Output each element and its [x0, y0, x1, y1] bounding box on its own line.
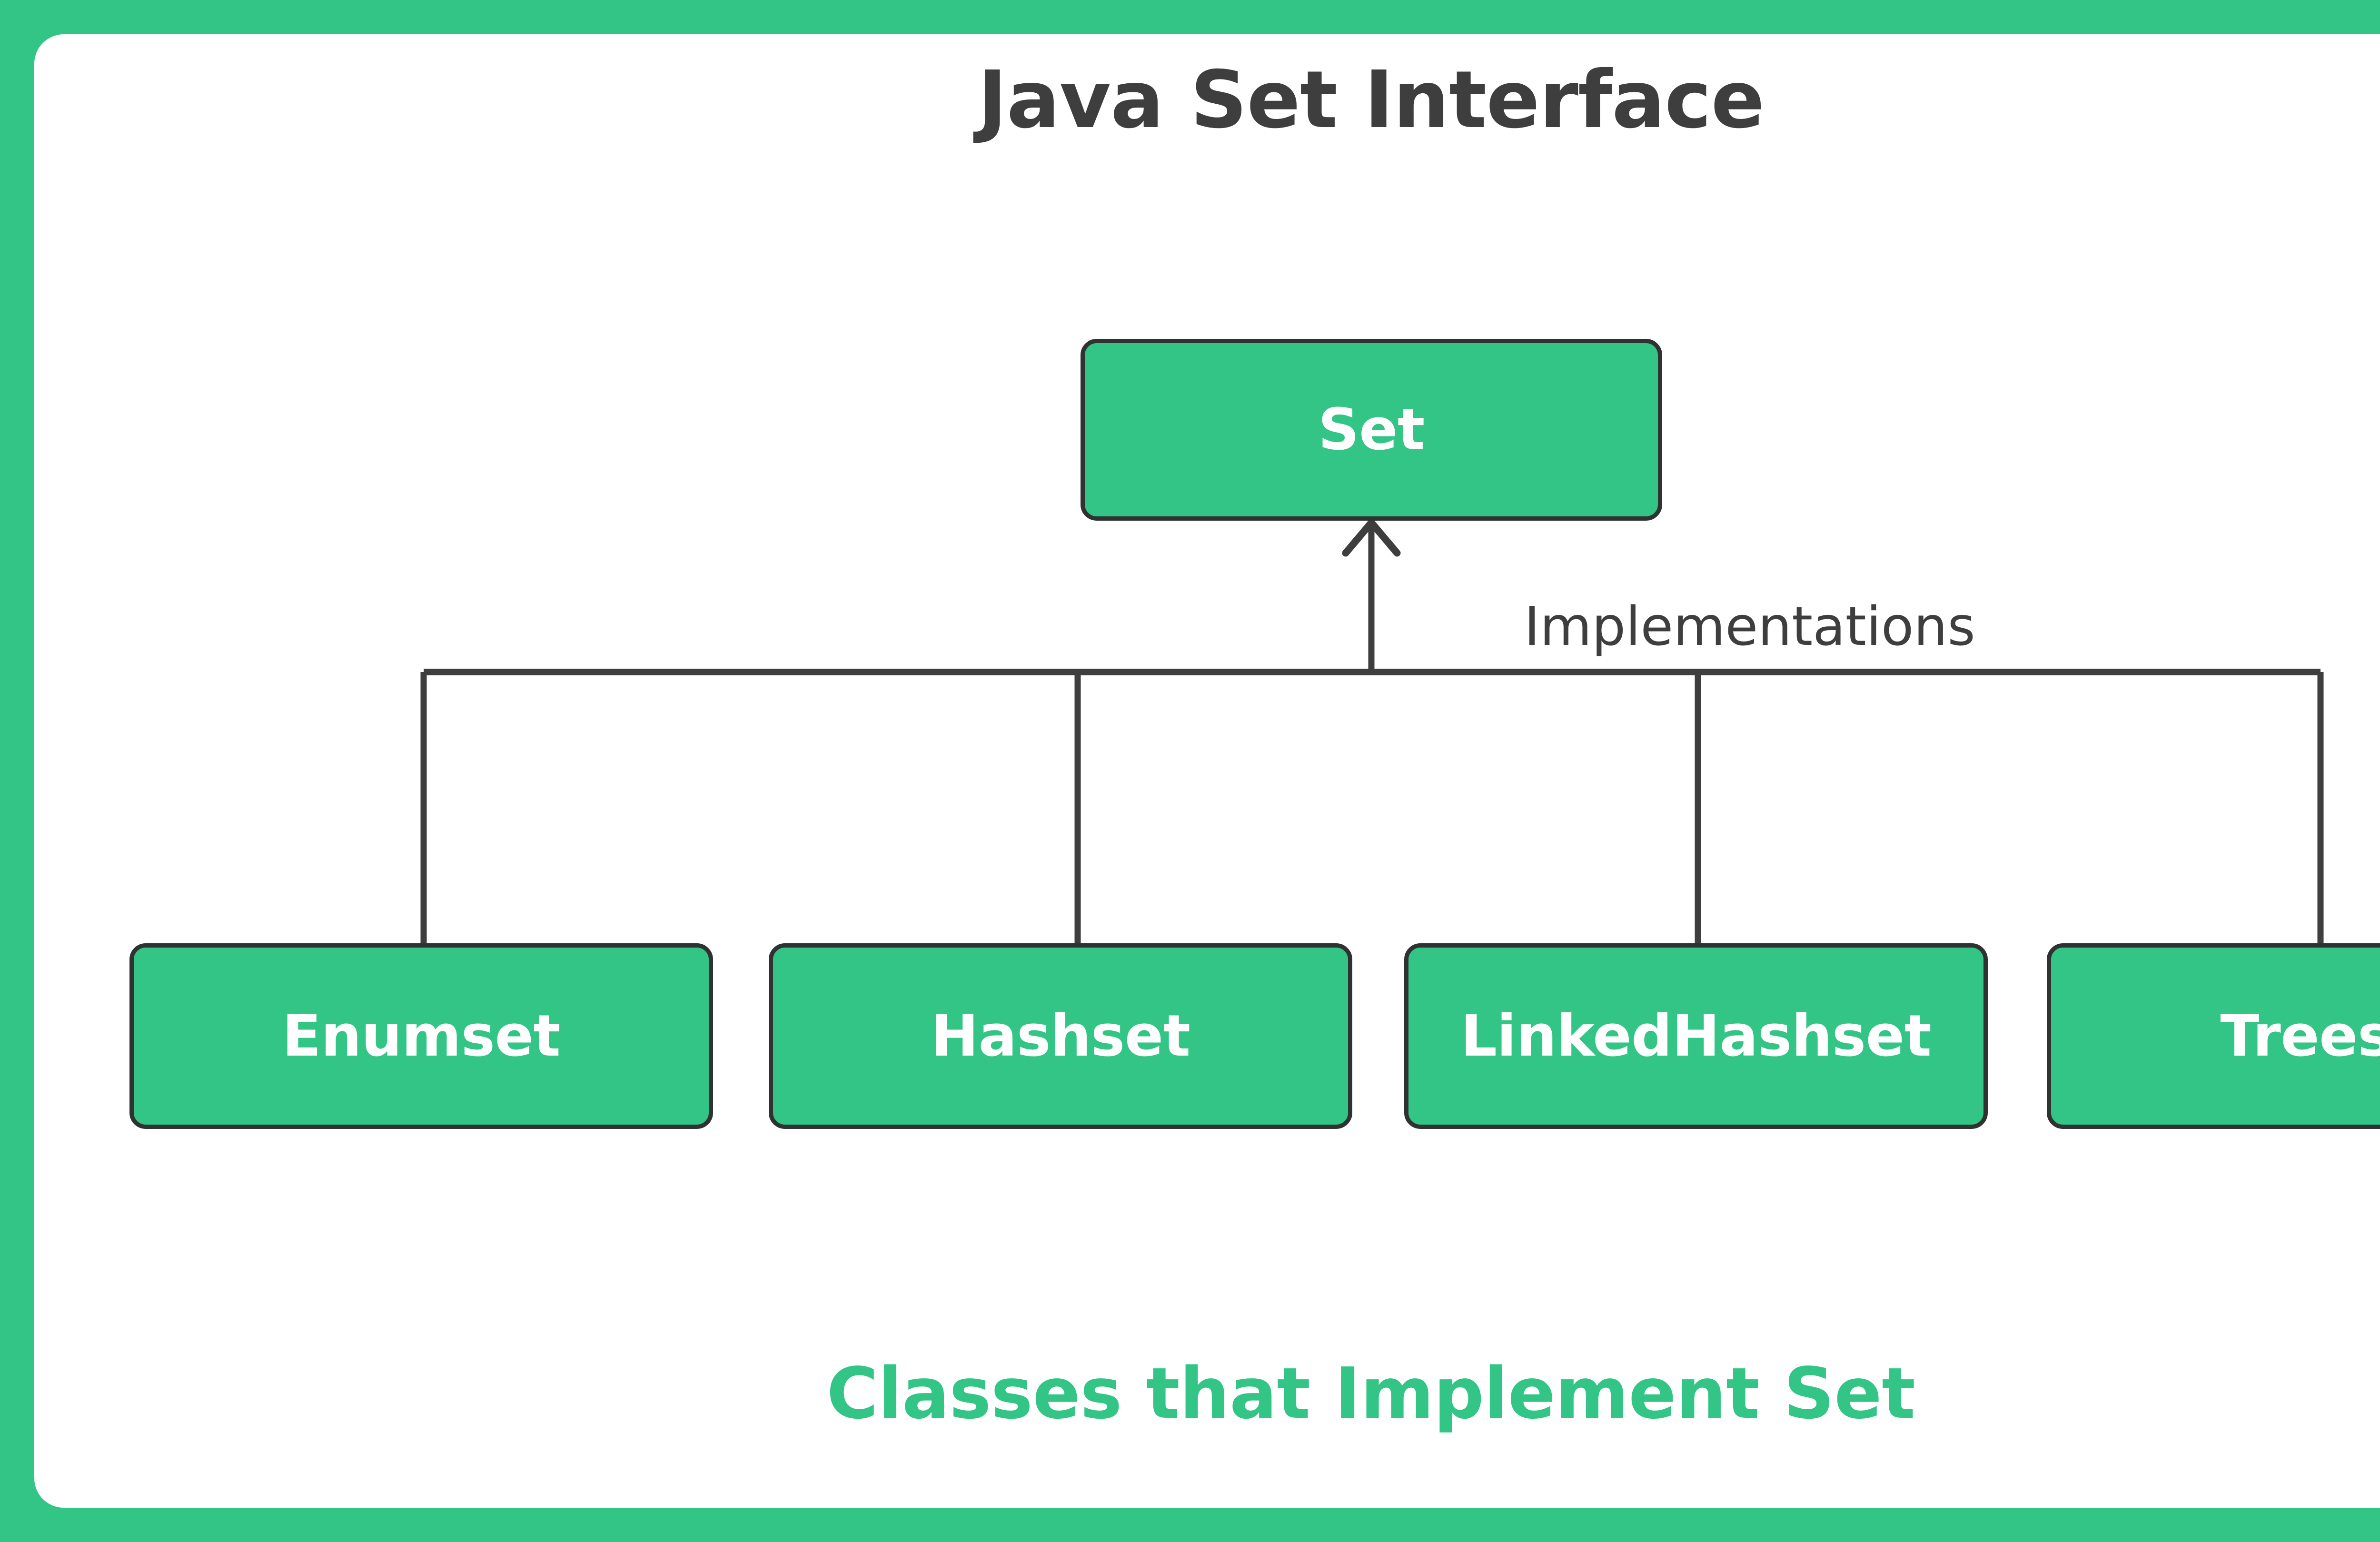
page-caption: Classes that Implement Set	[826, 1353, 1915, 1434]
node-linkedhashset-label: LinkedHashset	[1460, 1003, 1932, 1069]
node-hashset-label: Hashset	[931, 1003, 1190, 1069]
node-set-label: Set	[1318, 396, 1425, 463]
node-treeset-label: Treeset	[2220, 1003, 2380, 1069]
node-set[interactable]: Set	[1081, 339, 1662, 521]
edge-label-implementations: Implementations	[1524, 596, 1975, 658]
node-enumset-label: Enumset	[282, 1003, 561, 1069]
arrowhead-up	[1342, 519, 1401, 557]
diagram-card: Java Set Interface Implementations Set E…	[34, 34, 2380, 1508]
node-treeset[interactable]: Treeset	[2047, 943, 2380, 1129]
connector-lines	[420, 519, 2324, 944]
node-linkedhashset[interactable]: LinkedHashset	[1404, 943, 1988, 1129]
page-title: Java Set Interface	[977, 54, 1765, 146]
node-enumset[interactable]: Enumset	[129, 943, 713, 1129]
node-hashset[interactable]: Hashset	[769, 943, 1352, 1129]
